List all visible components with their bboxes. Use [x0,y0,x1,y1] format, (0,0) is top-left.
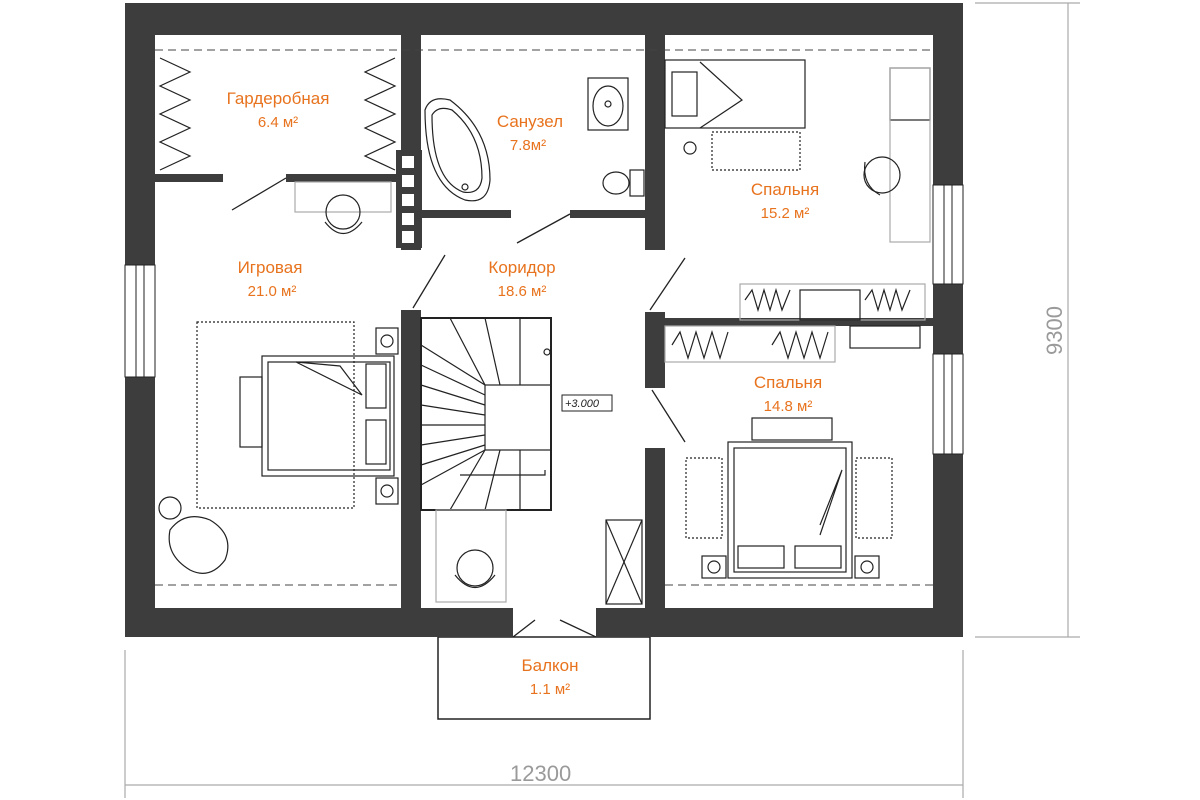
room-area-playroom: 21.0 м² [248,283,297,300]
toilet [602,169,645,197]
room-area-bedroom1: 15.2 м² [761,205,810,222]
room-area-bathroom: 7.8м² [510,137,546,154]
towel-heater [396,150,422,248]
stairs [420,317,552,511]
room-area-balcony: 1.1 м² [530,681,570,698]
bathtub [424,98,491,202]
room-name-wardrobe: Гардеробная [227,89,330,108]
bedroom2-bed [685,417,893,579]
slope-lines [155,49,933,586]
sink [587,77,629,131]
width-dimension: 12300 [510,761,571,786]
dimension-lines [124,2,1080,798]
room-area-wardrobe: 6.4 м² [258,114,298,131]
bedroom1-wardrobe [739,283,926,349]
bedroom2-wardrobe [664,325,836,363]
outer-walls [125,3,963,637]
room-name-bathroom: Санузел [497,112,563,131]
doors [231,177,686,638]
room-name-bedroom2: Спальня [754,373,822,392]
corridor-desk [435,509,643,605]
desk-chair-top [294,181,392,235]
playroom-bed [196,321,399,509]
balcony-outline [437,636,651,720]
wardrobe-hangers [158,57,397,171]
windows [124,184,964,455]
level-mark: +3.000 [565,398,600,410]
room-name-balcony: Балкон [521,656,578,675]
height-dimension: 9300 [1042,306,1067,355]
room-name-playroom: Игровая [238,258,303,277]
room-name-bedroom1: Спальня [751,180,819,199]
room-area-bedroom2: 14.8 м² [764,398,813,415]
playroom-armchair [158,496,229,574]
room-name-corridor: Коридор [488,258,555,277]
level-mark-box [561,394,613,412]
bedroom1-furniture [664,59,931,243]
room-area-corridor: 18.6 м² [498,283,547,300]
